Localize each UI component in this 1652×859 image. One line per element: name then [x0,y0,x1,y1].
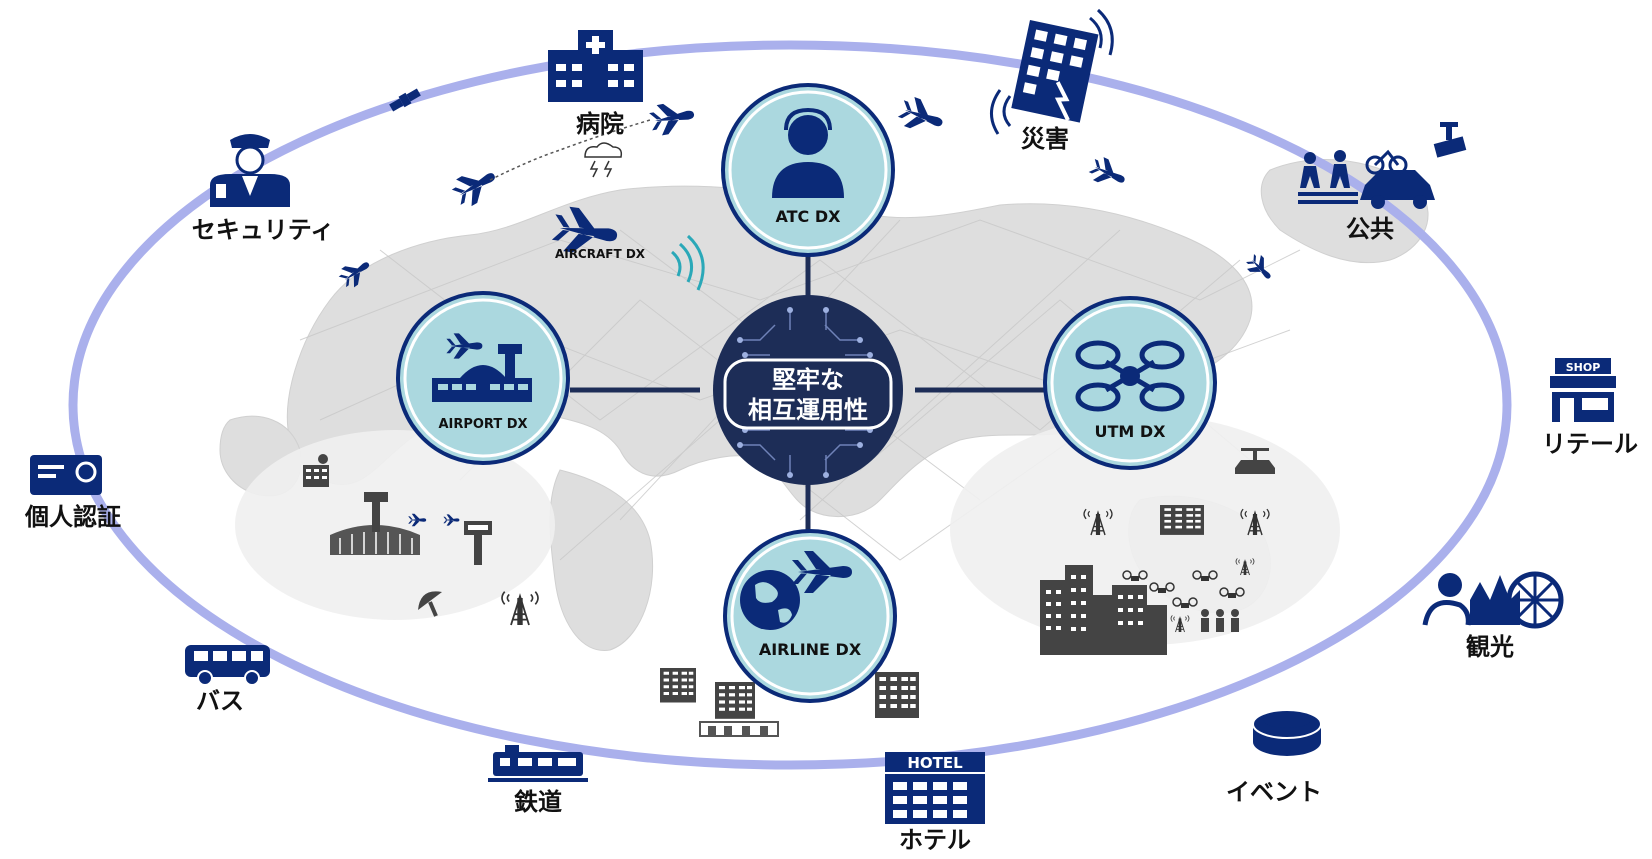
plane-icon [448,161,502,211]
plane-icon [647,98,697,137]
security-guard-icon [210,134,290,207]
plane-icon [895,94,948,139]
personal-id-label: 個人認証 [24,503,121,531]
people-group-icon [1201,609,1239,632]
shake-lines-icon [1089,8,1114,56]
center-title-line1: 堅牢な [772,366,844,394]
radio-tower-icon [501,590,539,626]
event-label: イベント [1226,778,1322,806]
circuit-pattern [740,310,870,475]
plane-icon [1243,251,1277,285]
terminal-building-icon [330,492,420,555]
railway-label: 鉄道 [514,788,562,816]
utm-hub-label: UTM DX [1094,422,1166,441]
airport-hub-label: AIRPORT DX [438,417,527,432]
bus-icon [185,645,270,686]
public-label: 公共 [1346,215,1394,243]
gate-building-icon [699,721,779,737]
utm-hub: UTM DX [1043,296,1217,470]
drone-icon [1075,340,1185,412]
shop-sign-text: SHOP [1566,361,1601,374]
tourism-label: 観光 [1466,633,1514,661]
disaster-label: 災害 [1021,125,1069,153]
atc-hub: ATC DX [721,83,895,257]
hotel-icon: HOTEL [885,752,985,824]
id-card-icon [30,455,102,495]
outer-ring [68,40,1512,770]
hotel-sign-text: HOTEL [907,754,963,772]
air-traffic-controller-icon [772,107,844,198]
city-skyline-icon [1040,565,1167,655]
airport-scene [303,454,539,626]
hotel-label: ホテル [899,826,971,854]
train-icon [488,745,588,782]
globe-plane-icon [740,551,852,630]
retail-label: リテール [1542,430,1638,458]
hospital-icon [548,30,643,102]
aircraft-dx: AIRCRAFT DX [550,204,705,291]
airport-hub: AIRPORT DX [396,291,570,465]
shop-icon: SHOP [1550,358,1616,422]
satellite-icon [389,88,421,112]
center-title-line2: 相互運用性 [748,396,868,424]
office-building-icon [1160,505,1204,535]
security-label: セキュリティ [192,216,335,244]
atc-hub-label: ATC DX [776,207,842,226]
flying-car-icon [1235,448,1275,474]
control-tower-icon [464,521,492,565]
flight-path [489,119,651,181]
storm-cloud-icon [584,142,623,178]
airport-terminal-icon [432,333,532,402]
hospital-label: 病院 [576,110,624,138]
office-building-icon [875,672,919,718]
airline-hub-label: AIRLINE DX [759,640,862,659]
public-icon [1298,122,1467,209]
airline-hub: AIRLINE DX [723,529,897,703]
signal-waves-icon [670,234,705,291]
disaster-building-icon [1011,20,1099,123]
stadium-icon [1252,709,1322,756]
radar-dish-icon [418,591,442,617]
plane-icon [1086,154,1130,193]
office-building-icon [715,682,755,719]
radar-building-icon [303,454,329,487]
theme-park-icon [1422,571,1564,629]
center-node: 堅牢な 相互運用性 [713,295,903,485]
aircraft-dx-label: AIRCRAFT DX [555,247,646,261]
office-building-icon [660,668,696,703]
city-scene [1040,448,1275,655]
bus-label: バス [196,687,244,715]
shake-lines-icon [990,89,1012,135]
